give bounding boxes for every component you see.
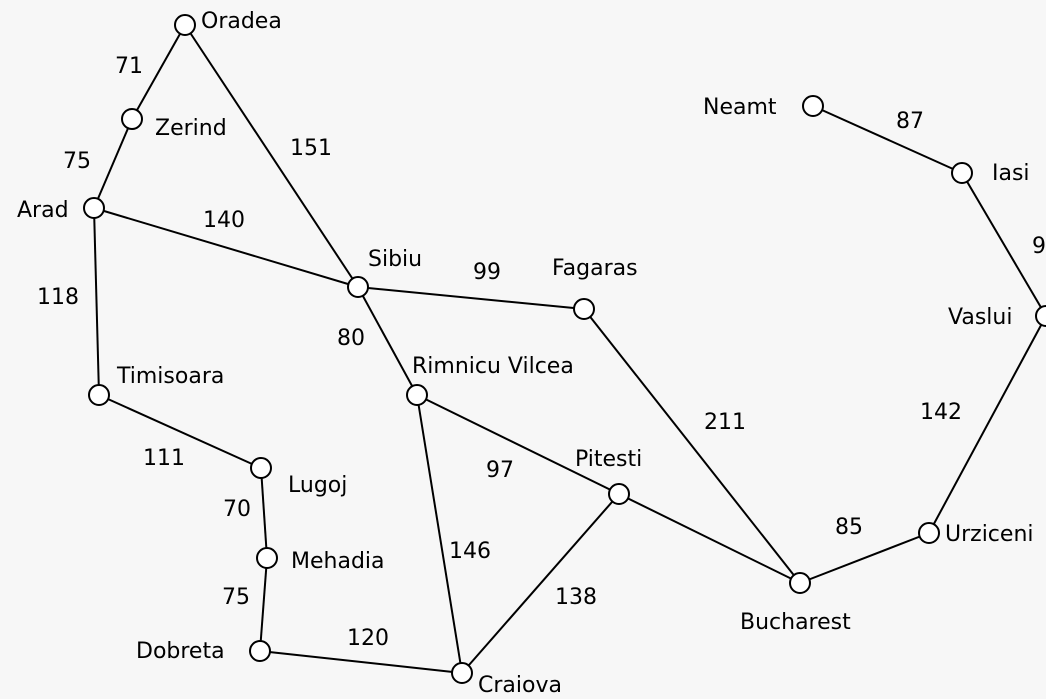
- road-lugoj-mehadia: [260, 467, 268, 559]
- road-oradea-zerind: [131, 24, 186, 120]
- road-sibiu-fagaras: [357, 286, 585, 310]
- city-node-craiova: [451, 662, 473, 684]
- distance-label-fagaras-bucharest: 211: [704, 410, 746, 435]
- city-node-zerind: [121, 108, 143, 130]
- road-vaslui-iasi: [961, 172, 1046, 317]
- city-node-lugoj: [250, 457, 272, 479]
- distance-label-sibiu-fagaras: 99: [473, 260, 501, 285]
- city-label-pitesti: Pitesti: [575, 447, 642, 472]
- distance-label-zerind-arad: 75: [63, 149, 91, 174]
- city-node-iasi: [951, 162, 973, 184]
- road-fagaras-bucharest: [583, 308, 801, 584]
- city-node-arad: [83, 197, 105, 219]
- city-nodes: [83, 14, 1046, 684]
- road-urziceni-vaslui: [928, 315, 1046, 534]
- road-rimnicu-craiova: [416, 394, 463, 674]
- distance-label-vaslui-iasi: 92: [1032, 234, 1046, 259]
- city-label-urziceni: Urziceni: [945, 522, 1034, 547]
- city-label-dobreta: Dobreta: [136, 639, 225, 664]
- city-node-sibiu: [347, 276, 369, 298]
- city-label-rimnicu-vilcea: Rimnicu Vilcea: [412, 354, 574, 379]
- city-label-craiova: Craiova: [478, 673, 562, 698]
- distance-label-oradea-zerind: 71: [115, 54, 143, 79]
- road-zerind-arad: [93, 118, 133, 209]
- city-label-zerind: Zerind: [155, 116, 227, 141]
- distance-label-timisoara-lugoj: 111: [143, 446, 185, 471]
- road-arad-timisoara: [93, 207, 100, 396]
- distance-label-oradea-sibiu: 151: [290, 136, 332, 161]
- distance-label-lugoj-mehadia: 70: [223, 497, 251, 522]
- road-pitesti-bucharest: [618, 493, 801, 584]
- distance-label-urziceni-vaslui: 142: [920, 400, 962, 425]
- city-node-neamt: [802, 95, 824, 117]
- road-arad-sibiu: [93, 207, 359, 288]
- city-node-timisoara: [88, 384, 110, 406]
- distance-label-dobreta-craiova: 120: [347, 626, 389, 651]
- city-label-vaslui: Vaslui: [948, 305, 1012, 330]
- distance-label-arad-timisoara: 118: [37, 285, 79, 310]
- city-label-neamt: Neamt: [703, 95, 777, 120]
- city-node-fagaras: [573, 298, 595, 320]
- distance-labels: 71 75 151 140 118 111 70 75 120 99 80 97…: [37, 54, 1046, 651]
- city-labels: Oradea Zerind Arad Timisoara Lugoj Mehad…: [17, 9, 1034, 698]
- city-label-oradea: Oradea: [201, 9, 282, 34]
- city-node-rimnicu-vilcea: [406, 384, 428, 406]
- city-label-timisoara: Timisoara: [116, 364, 224, 389]
- city-label-bucharest: Bucharest: [740, 610, 851, 635]
- road-sibiu-rimnicu: [357, 286, 418, 396]
- city-node-vaslui: [1035, 305, 1046, 327]
- distance-label-iasi-neamt: 87: [896, 109, 924, 134]
- city-label-lugoj: Lugoj: [288, 473, 347, 498]
- distance-label-arad-sibiu: 140: [203, 208, 245, 233]
- distance-label-bucharest-urziceni: 85: [835, 515, 863, 540]
- city-node-pitesti: [608, 483, 630, 505]
- city-node-bucharest: [789, 572, 811, 594]
- road-timisoara-lugoj: [98, 394, 262, 469]
- city-label-arad: Arad: [17, 198, 69, 223]
- distance-label-rimnicu-pitesti: 97: [486, 458, 514, 483]
- road-dobreta-craiova: [259, 650, 463, 674]
- city-node-dobreta: [249, 640, 271, 662]
- city-node-oradea: [174, 14, 196, 36]
- road-bucharest-urziceni: [799, 532, 930, 584]
- city-label-sibiu: Sibiu: [368, 247, 422, 272]
- city-node-urziceni: [918, 522, 940, 544]
- road-rimnicu-pitesti: [416, 394, 620, 495]
- city-label-iasi: Iasi: [992, 161, 1030, 186]
- roads: [93, 24, 1046, 674]
- road-mehadia-dobreta: [259, 557, 268, 652]
- city-label-fagaras: Fagaras: [552, 256, 638, 281]
- road-pitesti-craiova: [461, 493, 620, 674]
- road-iasi-neamt: [812, 105, 963, 174]
- city-label-mehadia: Mehadia: [291, 549, 385, 574]
- distance-label-rimnicu-craiova: 146: [449, 539, 491, 564]
- city-node-mehadia: [256, 547, 278, 569]
- distance-label-mehadia-dobreta: 75: [222, 585, 250, 610]
- distance-label-sibiu-rimnicu: 80: [337, 326, 365, 351]
- distance-label-pitesti-craiova: 138: [555, 585, 597, 610]
- road-oradea-sibiu: [184, 24, 359, 288]
